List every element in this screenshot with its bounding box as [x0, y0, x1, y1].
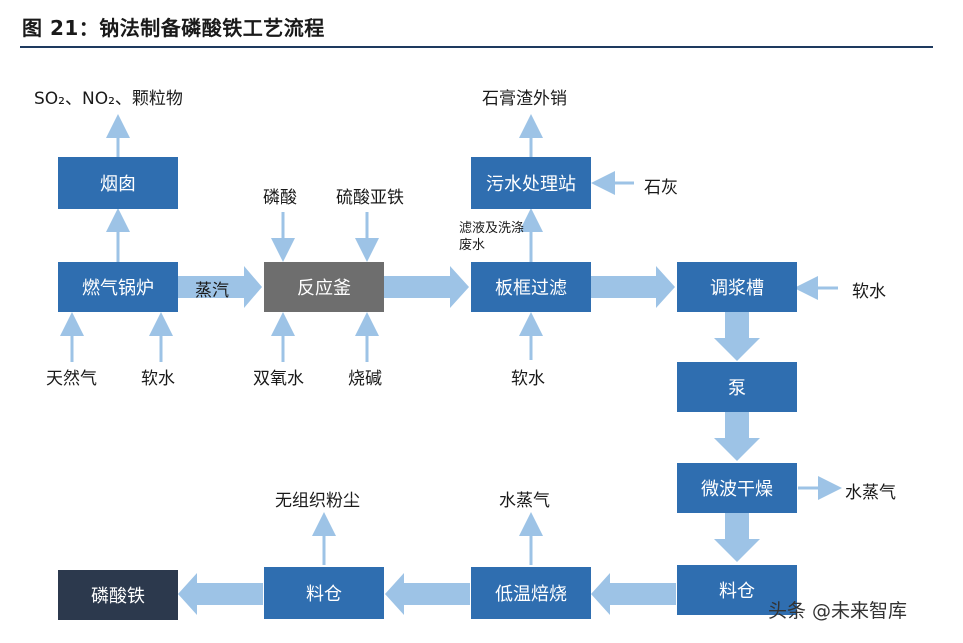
silo2-box: 料仓	[264, 567, 384, 619]
pump-box: 泵	[677, 362, 797, 412]
product-box: 磷酸铁	[58, 570, 178, 620]
lime-label: 石灰	[644, 178, 678, 198]
block-arrow-microwave-silo	[714, 513, 760, 562]
filter-box: 板框过滤	[471, 262, 591, 312]
steam-label: 蒸汽	[195, 281, 229, 301]
emissions-label: SO₂、NO₂、颗粒物	[34, 89, 183, 109]
ferrous-sulfate-label: 硫酸亚铁	[336, 188, 404, 208]
wastewater-box: 污水处理站	[471, 157, 591, 209]
chimney-box: 烟囱	[58, 157, 178, 209]
soft-water-filter-label: 软水	[511, 369, 545, 389]
block-arrow-slurry-pump	[714, 312, 760, 361]
block-arrow-silo-product	[178, 573, 263, 615]
block-arrow-boiler-reactor	[178, 266, 262, 308]
lowtemp-box: 低温焙烧	[471, 567, 591, 619]
silo1-box: 料仓	[677, 565, 797, 615]
caustic-soda-label: 烧碱	[348, 369, 382, 389]
gypsum-slag-label: 石膏渣外销	[482, 89, 567, 109]
block-arrow-silo-lowtemp	[591, 573, 676, 615]
hydrogen-peroxide-label: 双氧水	[253, 369, 304, 389]
reactor-box: 反应釜	[264, 262, 384, 312]
natural-gas-label: 天然气	[46, 369, 97, 389]
soft-water-slurry-label: 软水	[852, 282, 886, 302]
microwave-box: 微波干燥	[677, 463, 797, 513]
water-vapor-roast-label: 水蒸气	[499, 491, 550, 511]
block-arrow-filter-slurry	[591, 266, 675, 308]
slurry-box: 调浆槽	[677, 262, 797, 312]
soft-water-boiler-label: 软水	[141, 369, 175, 389]
boiler-box: 燃气锅炉	[58, 262, 178, 312]
watermark: 头条 @未来智库	[768, 600, 908, 622]
water-vapor-dry-label: 水蒸气	[845, 483, 896, 503]
dust-label: 无组织粉尘	[275, 491, 360, 511]
phosphoric-acid-label: 磷酸	[263, 188, 297, 208]
filtrate-wash-label: 滤液及洗涤废水	[459, 221, 525, 253]
figure-title: 图 21：钠法制备磷酸铁工艺流程	[22, 16, 325, 40]
block-arrow-reactor-filter	[384, 266, 469, 308]
title-divider	[20, 46, 933, 48]
block-arrow-pump-microwave	[714, 412, 760, 461]
block-arrow-lowtemp-silo	[385, 573, 470, 615]
